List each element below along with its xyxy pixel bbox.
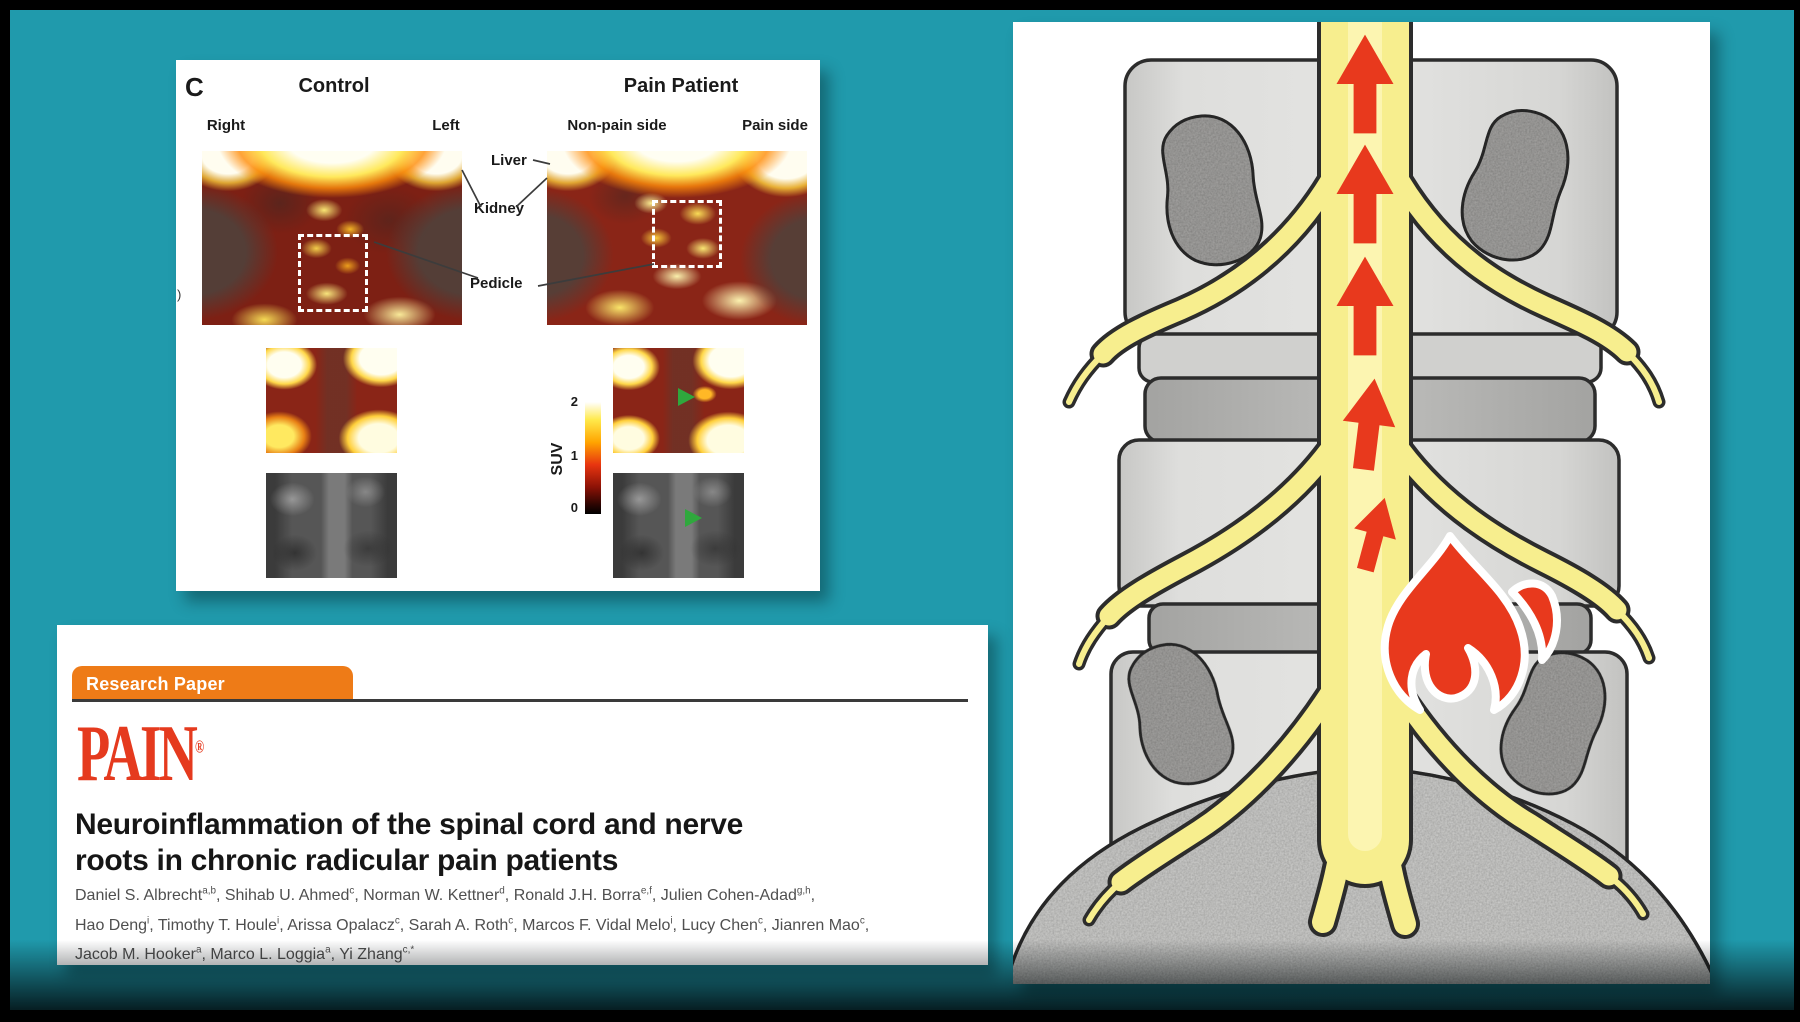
pain-journal-logo: PAIN® (77, 709, 204, 800)
author-list: Daniel S. Albrechta,b, Shihab U. Ahmedc,… (75, 879, 869, 967)
label-right-side: Right (206, 117, 246, 134)
suv-tick-1: 1 (570, 448, 578, 463)
slide-background: C Control Pain Patient Right Left Non-pa… (10, 10, 1794, 1010)
paper-title-line1: Neuroinflammation of the spinal cord and… (75, 808, 743, 842)
liver-label: Liver (491, 152, 527, 169)
control-roi-dashed-box (298, 234, 368, 312)
suv-colorbar (585, 402, 601, 514)
panel-letter-label: C (185, 72, 204, 102)
pain-patient-pet-ct-image (547, 151, 807, 325)
label-non-pain-side: Non-pain side (567, 117, 667, 134)
label-pain-side: Pain side (742, 117, 808, 134)
control-group-header: Control (298, 75, 370, 97)
header-rule (72, 699, 968, 702)
spine-illustration (1013, 22, 1710, 984)
author-line: Hao Dengi, Timothy T. Houlei, Arissa Opa… (75, 915, 870, 934)
label-left-side: Left (432, 117, 460, 134)
pain-journal-logo-text: PAIN (77, 710, 198, 798)
paper-title-line2: roots in chronic radicular pain patients (75, 844, 619, 878)
control-pet-zoom-image (266, 348, 397, 453)
spine-illustration-panel (1013, 22, 1710, 984)
pain-patient-group-header: Pain Patient (623, 75, 739, 97)
cropped-axis-label: ) (177, 287, 182, 302)
control-pet-ct-image (202, 151, 462, 325)
author-line: Jacob M. Hookera, Marco L. Loggiaa, Yi Z… (75, 944, 415, 963)
mri-green-arrowhead-icon (685, 509, 702, 527)
pain-patient-roi-dashed-box (652, 200, 722, 268)
research-paper-banner: Research Paper (72, 666, 353, 700)
pedicle-label: Pedicle (470, 275, 523, 292)
flame-icon (1380, 532, 1561, 714)
annotation-lines (373, 159, 655, 287)
pet-green-arrowhead-icon (678, 388, 695, 406)
author-line: Daniel S. Albrechta,b, Shihab U. Ahmedc,… (75, 886, 816, 905)
suv-axis-label: SUV (549, 442, 566, 476)
pain-patient-mri-image (613, 473, 744, 578)
kidney-label: Kidney (474, 200, 525, 217)
paper-header-card: Research Paper PAIN® Neuroinflammation o… (57, 625, 988, 965)
registered-mark-icon: ® (195, 736, 205, 757)
suv-tick-2: 2 (570, 394, 578, 409)
paper-title: Neuroinflammation of the spinal cord and… (75, 807, 743, 879)
suv-tick-0: 0 (570, 500, 578, 515)
control-mri-image (266, 473, 397, 578)
pet-figure-panel: C Control Pain Patient Right Left Non-pa… (176, 60, 820, 591)
